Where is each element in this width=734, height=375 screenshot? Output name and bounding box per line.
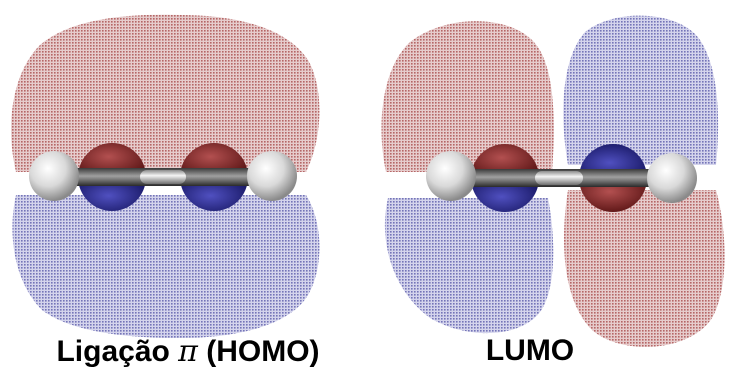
lumo-hydrogen-right	[647, 153, 697, 203]
lumo-caption: LUMO	[485, 334, 575, 367]
lumo-upper-right-lobe	[563, 15, 719, 166]
lumo-bond-center	[535, 171, 583, 185]
pi-symbol: π	[178, 334, 198, 369]
homo-hydrogen-left	[29, 151, 79, 201]
lumo-panel	[381, 15, 725, 347]
homo-caption-suffix: (HOMO)	[197, 335, 320, 368]
homo-upper-lobe	[11, 14, 320, 172]
homo-caption-prefix: Ligação	[56, 335, 179, 368]
homo-hydrogen-right	[247, 151, 297, 201]
lumo-upper-left-lobe	[381, 21, 554, 172]
homo-panel	[11, 14, 320, 338]
lumo-lower-left-lobe	[384, 198, 554, 334]
homo-lower-lobe	[12, 195, 320, 338]
homo-caption: Ligação π (HOMO)	[28, 334, 348, 369]
homo-bond-center	[140, 170, 186, 184]
lumo-hydrogen-left	[426, 151, 476, 201]
lumo-lower-right-lobe	[563, 190, 725, 347]
